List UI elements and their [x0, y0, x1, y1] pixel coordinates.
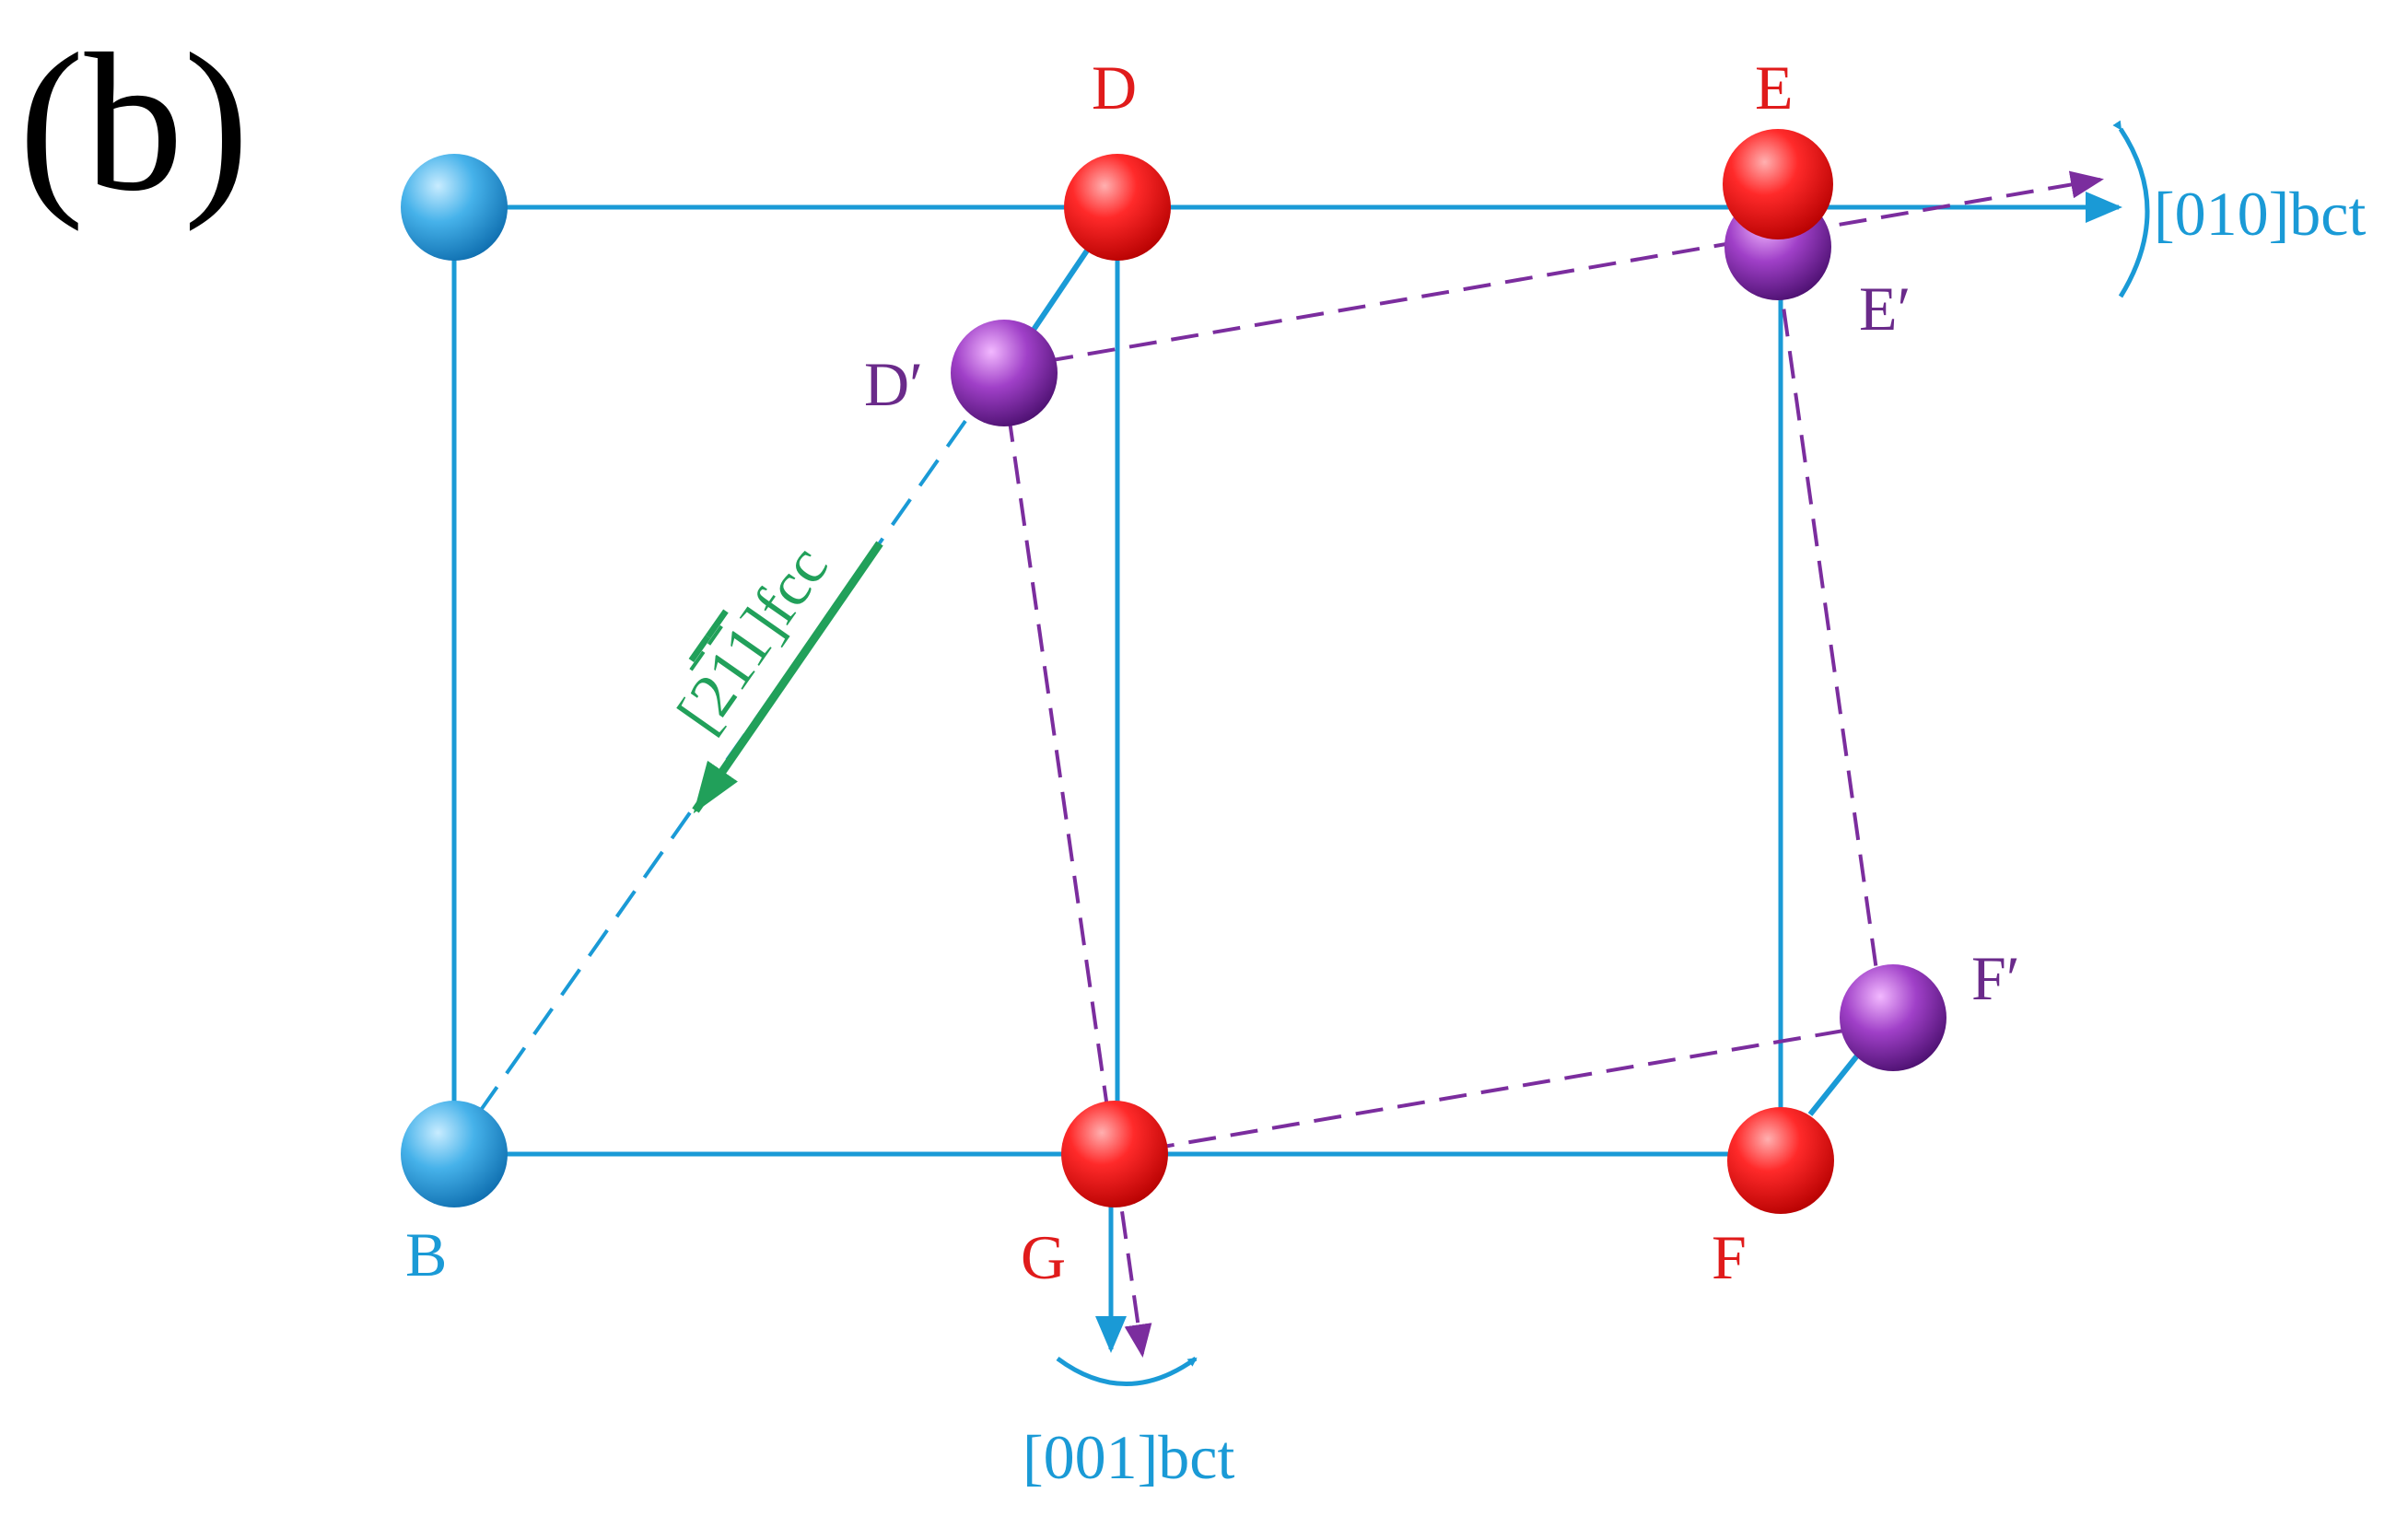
atom-g — [1061, 1101, 1168, 1207]
label-b: B — [405, 1219, 447, 1289]
label-d: D — [1092, 52, 1137, 122]
atom-b — [401, 1101, 508, 1207]
atom-top-left — [401, 154, 508, 261]
dashed-g-to-f-prime — [1146, 1025, 1866, 1151]
atom-labels: D E D′ E′ F′ B G F — [405, 52, 2020, 1292]
fcc-overbar-1 — [689, 650, 706, 671]
atoms — [401, 129, 1946, 1214]
dashed-d-prime-to-g — [1007, 414, 1152, 1358]
atom-f-prime — [1840, 964, 1946, 1071]
label-g: G — [1021, 1222, 1066, 1292]
fcc-overbar-2 — [707, 624, 723, 646]
atom-d-prime — [951, 320, 1058, 426]
dashed-d-prime-to-e-prime — [1003, 170, 2104, 370]
label-f: F — [1712, 1222, 1747, 1292]
label-e-prime: E′ — [1859, 274, 1911, 344]
label-f-prime: F′ — [1971, 943, 2020, 1013]
direction-label-010-bct: [010]bct — [2154, 179, 2366, 249]
atom-f — [1727, 1107, 1834, 1214]
rotation-arc-001 — [1056, 1356, 1198, 1386]
transformed-cell-lines — [1003, 170, 2104, 1358]
atom-e — [1723, 129, 1833, 239]
atom-d — [1064, 154, 1171, 261]
label-d-prime: D′ — [864, 349, 923, 419]
fcc-direction-arrow — [692, 541, 883, 814]
panel-label: (b) — [18, 12, 250, 232]
label-e: E — [1755, 52, 1794, 122]
rotation-arc-010 — [2112, 120, 2150, 298]
dashed-e-prime-to-f-prime — [1776, 266, 1881, 991]
direction-label-001-bct: [001]bct — [1023, 1422, 1234, 1492]
bct-lattice-lines — [451, 192, 2122, 1353]
